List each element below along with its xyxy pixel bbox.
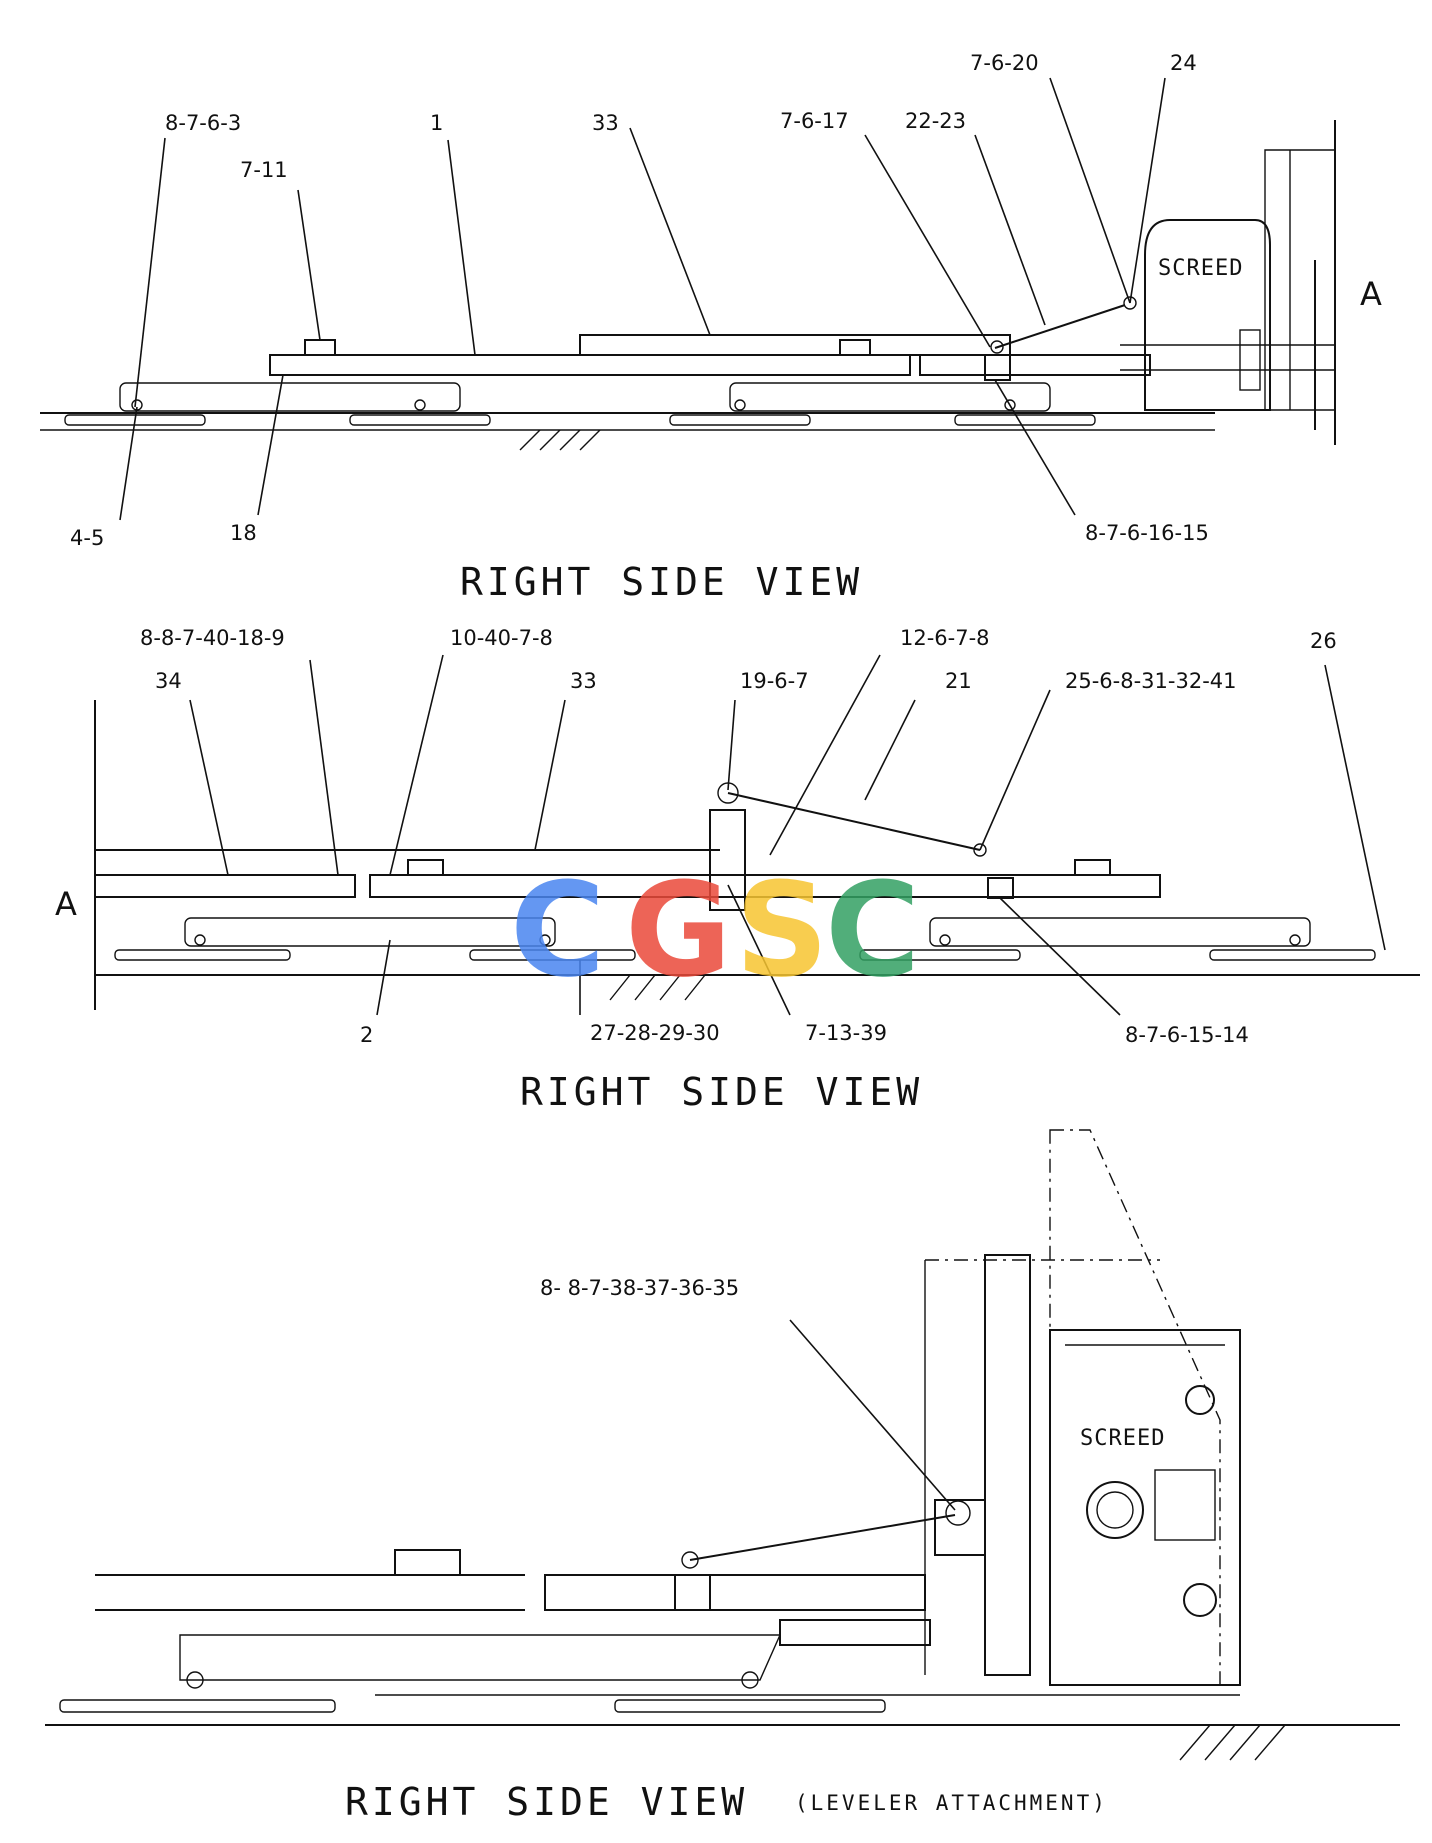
view-1-leaders <box>119 77 1166 521</box>
callout-8-7-6-16-15: 8-7-6-16-15 <box>1085 521 1209 545</box>
callout-7-6-17: 7-6-17 <box>780 109 849 133</box>
callout-26: 26 <box>1310 629 1337 653</box>
view-1-tracks <box>64 382 1096 426</box>
callout-25-6-8-31-32-41: 25-6-8-31-32-41 <box>1065 669 1237 693</box>
callout-27-28-29-30: 27-28-29-30 <box>590 1021 720 1045</box>
watermark-letter-g: G <box>625 854 732 1006</box>
view-2-title: RIGHT SIDE VIEW <box>520 1070 923 1114</box>
callout-24: 24 <box>1170 51 1197 75</box>
watermark-letter-c2: C <box>825 854 920 1006</box>
view-3-leader <box>789 1319 956 1511</box>
view-3-title-group: RIGHT SIDE VIEW (LEVELER ATTACHMENT) <box>345 1780 1108 1824</box>
callout-8-7-6-3: 8-7-6-3 <box>165 111 241 135</box>
view-2-leaders <box>189 654 1386 1016</box>
callout-4-5: 4-5 <box>70 526 104 550</box>
view-1-section-marker: A <box>1360 275 1382 313</box>
view-2-section-marker: A <box>55 885 77 923</box>
view-1-callouts: 8-7-6-3 7-11 1 33 7-6-17 22-23 7-6-20 24… <box>70 51 1209 550</box>
callout-8-7-6-15-14: 8-7-6-15-14 <box>1125 1023 1249 1047</box>
callout-33-b: 33 <box>570 669 597 693</box>
callout-19-6-7: 19-6-7 <box>740 669 809 693</box>
view-1-screed-housing: SCREED <box>1120 120 1336 445</box>
view-2-callouts: 8-8-7-40-18-9 34 10-40-7-8 33 19-6-7 12-… <box>140 626 1337 1047</box>
cgsc-watermark: C G S C <box>510 854 920 1006</box>
callout-12-6-7-8: 12-6-7-8 <box>900 626 990 650</box>
view-3-beam <box>95 1500 971 1646</box>
callout-33: 33 <box>592 111 619 135</box>
callout-18: 18 <box>230 521 257 545</box>
view-2-tracks <box>114 917 1376 961</box>
view-1-main-beam <box>269 296 1151 381</box>
view-2-right-side: A 8-8-7-40-18-9 34 10-40-7-8 33 19-6-7 1… <box>55 626 1420 1114</box>
view-1-screed-label: SCREED <box>1158 256 1243 281</box>
callout-8-8-7-40-18-9: 8-8-7-40-18-9 <box>140 626 285 650</box>
view-1-right-side: SCREED A 8-7-6-3 7-11 1 33 7-6-17 22-23 … <box>40 51 1382 604</box>
view-3-tracks <box>59 1634 886 1713</box>
view-3-leveler-attachment: SCREED 8- 8-7-38-37-36-35 RIGHT SIDE VIE… <box>45 1129 1400 1824</box>
callout-7-11: 7-11 <box>240 158 288 182</box>
view-3-title: RIGHT SIDE VIEW <box>345 1780 748 1824</box>
callout-1: 1 <box>430 111 443 135</box>
view-3-screed-assembly: SCREED <box>924 1129 1241 1686</box>
view-3-ground <box>45 1694 1400 1761</box>
callout-7-6-20: 7-6-20 <box>970 51 1039 75</box>
view-1-title: RIGHT SIDE VIEW <box>460 560 863 604</box>
view-2-main-beam <box>94 782 1161 911</box>
callout-7-13-39: 7-13-39 <box>805 1021 887 1045</box>
watermark-letter-s: S <box>735 854 829 1006</box>
view-3-screed-label: SCREED <box>1080 1426 1165 1451</box>
view-1-ground <box>40 412 1215 451</box>
callout-21: 21 <box>945 669 972 693</box>
callout-2: 2 <box>360 1023 373 1047</box>
watermark-letter-c1: C <box>510 854 605 1006</box>
callout-22-23: 22-23 <box>905 109 966 133</box>
view-3-subtitle: (LEVELER ATTACHMENT) <box>795 1791 1108 1815</box>
callout-34: 34 <box>155 669 182 693</box>
callout-10-40-7-8: 10-40-7-8 <box>450 626 553 650</box>
view-2-ground <box>95 974 1420 1001</box>
callout-8-8-7-38-37-36-35: 8- 8-7-38-37-36-35 <box>540 1276 739 1300</box>
